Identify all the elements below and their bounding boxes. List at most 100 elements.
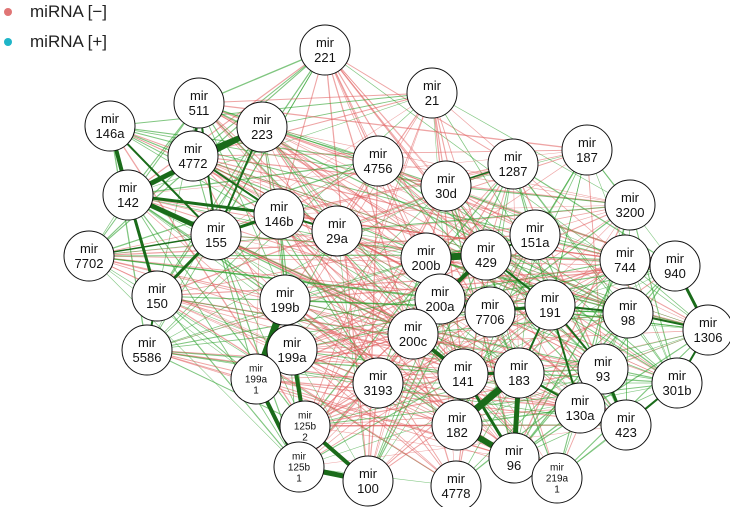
edge [291,349,581,409]
edge [192,92,433,157]
edge [215,234,414,335]
node-circle [190,209,242,261]
node-label: 146b [265,214,294,229]
edge [88,255,676,267]
node-circle [414,273,466,325]
node-label: 142 [117,195,139,210]
node-label: mir [369,146,388,161]
node-label: 146a [96,126,126,141]
node-circle [406,67,458,119]
node-label: 301b [663,383,692,398]
legend-item-positive: miRNA [+] [4,32,107,52]
node-label: mir [270,199,289,214]
edge [284,299,464,375]
node-circle [131,270,183,322]
node-circle [561,124,613,176]
node-circle [651,357,703,409]
node-label: 182 [446,425,468,440]
node-label: mir [668,368,687,383]
edge [156,295,457,487]
node-circle [259,274,311,326]
node-label: mir [621,190,640,205]
edge [88,255,414,335]
edge [127,194,379,384]
node-circle [420,160,472,212]
node-label: mir [207,220,226,235]
node-circle [493,347,545,399]
node-label: mir [578,135,597,150]
edge [512,163,520,374]
edge [367,333,414,482]
edge [324,49,709,331]
node-label: mir [448,410,467,425]
node-circle [604,179,656,231]
edge [431,92,464,375]
node-label: 125b [288,463,311,474]
node-circle [173,77,225,129]
node-label: mir [253,112,272,127]
node-label: 150 [146,296,168,311]
edge [298,329,709,468]
edge [127,194,300,468]
node-circle [464,286,516,338]
node-label: 130a [566,408,596,423]
node-label: mir [138,335,157,350]
node-circle [600,399,652,451]
edge [489,311,709,331]
edge [146,349,306,427]
node-circle [554,382,606,434]
node-label: mir [541,290,560,305]
node-label: 98 [621,313,635,328]
node-label: 3193 [364,383,393,398]
node-label: 191 [539,305,561,320]
node-label: 199b [271,300,300,315]
node-label: 4772 [179,156,208,171]
node-circle [230,353,282,405]
edge [146,213,280,351]
edge [412,312,629,335]
node-label: mir [292,452,307,463]
edge [88,255,257,380]
edge [455,312,629,487]
edge [198,102,379,162]
node-label: 511 [189,103,210,118]
edge [485,254,709,331]
node-label: 200c [399,334,428,349]
node-label: 1306 [694,330,723,345]
edge [192,155,631,206]
edge [278,49,326,215]
edge [156,295,300,468]
edge [215,234,306,427]
node-label: mir [594,354,613,369]
legend-label-positive: miRNA [+] [30,32,107,51]
node-label: 223 [251,127,273,142]
edge [198,102,286,301]
node-label: mir [423,78,442,93]
edge [291,298,441,351]
node-circle [84,100,136,152]
node-label: mir [505,443,524,458]
edge [146,349,458,426]
node-label: mir [619,298,638,313]
node-circle [649,240,701,292]
node-label: 141 [452,374,474,389]
edge [425,257,629,314]
node-label: 199a [278,350,308,365]
